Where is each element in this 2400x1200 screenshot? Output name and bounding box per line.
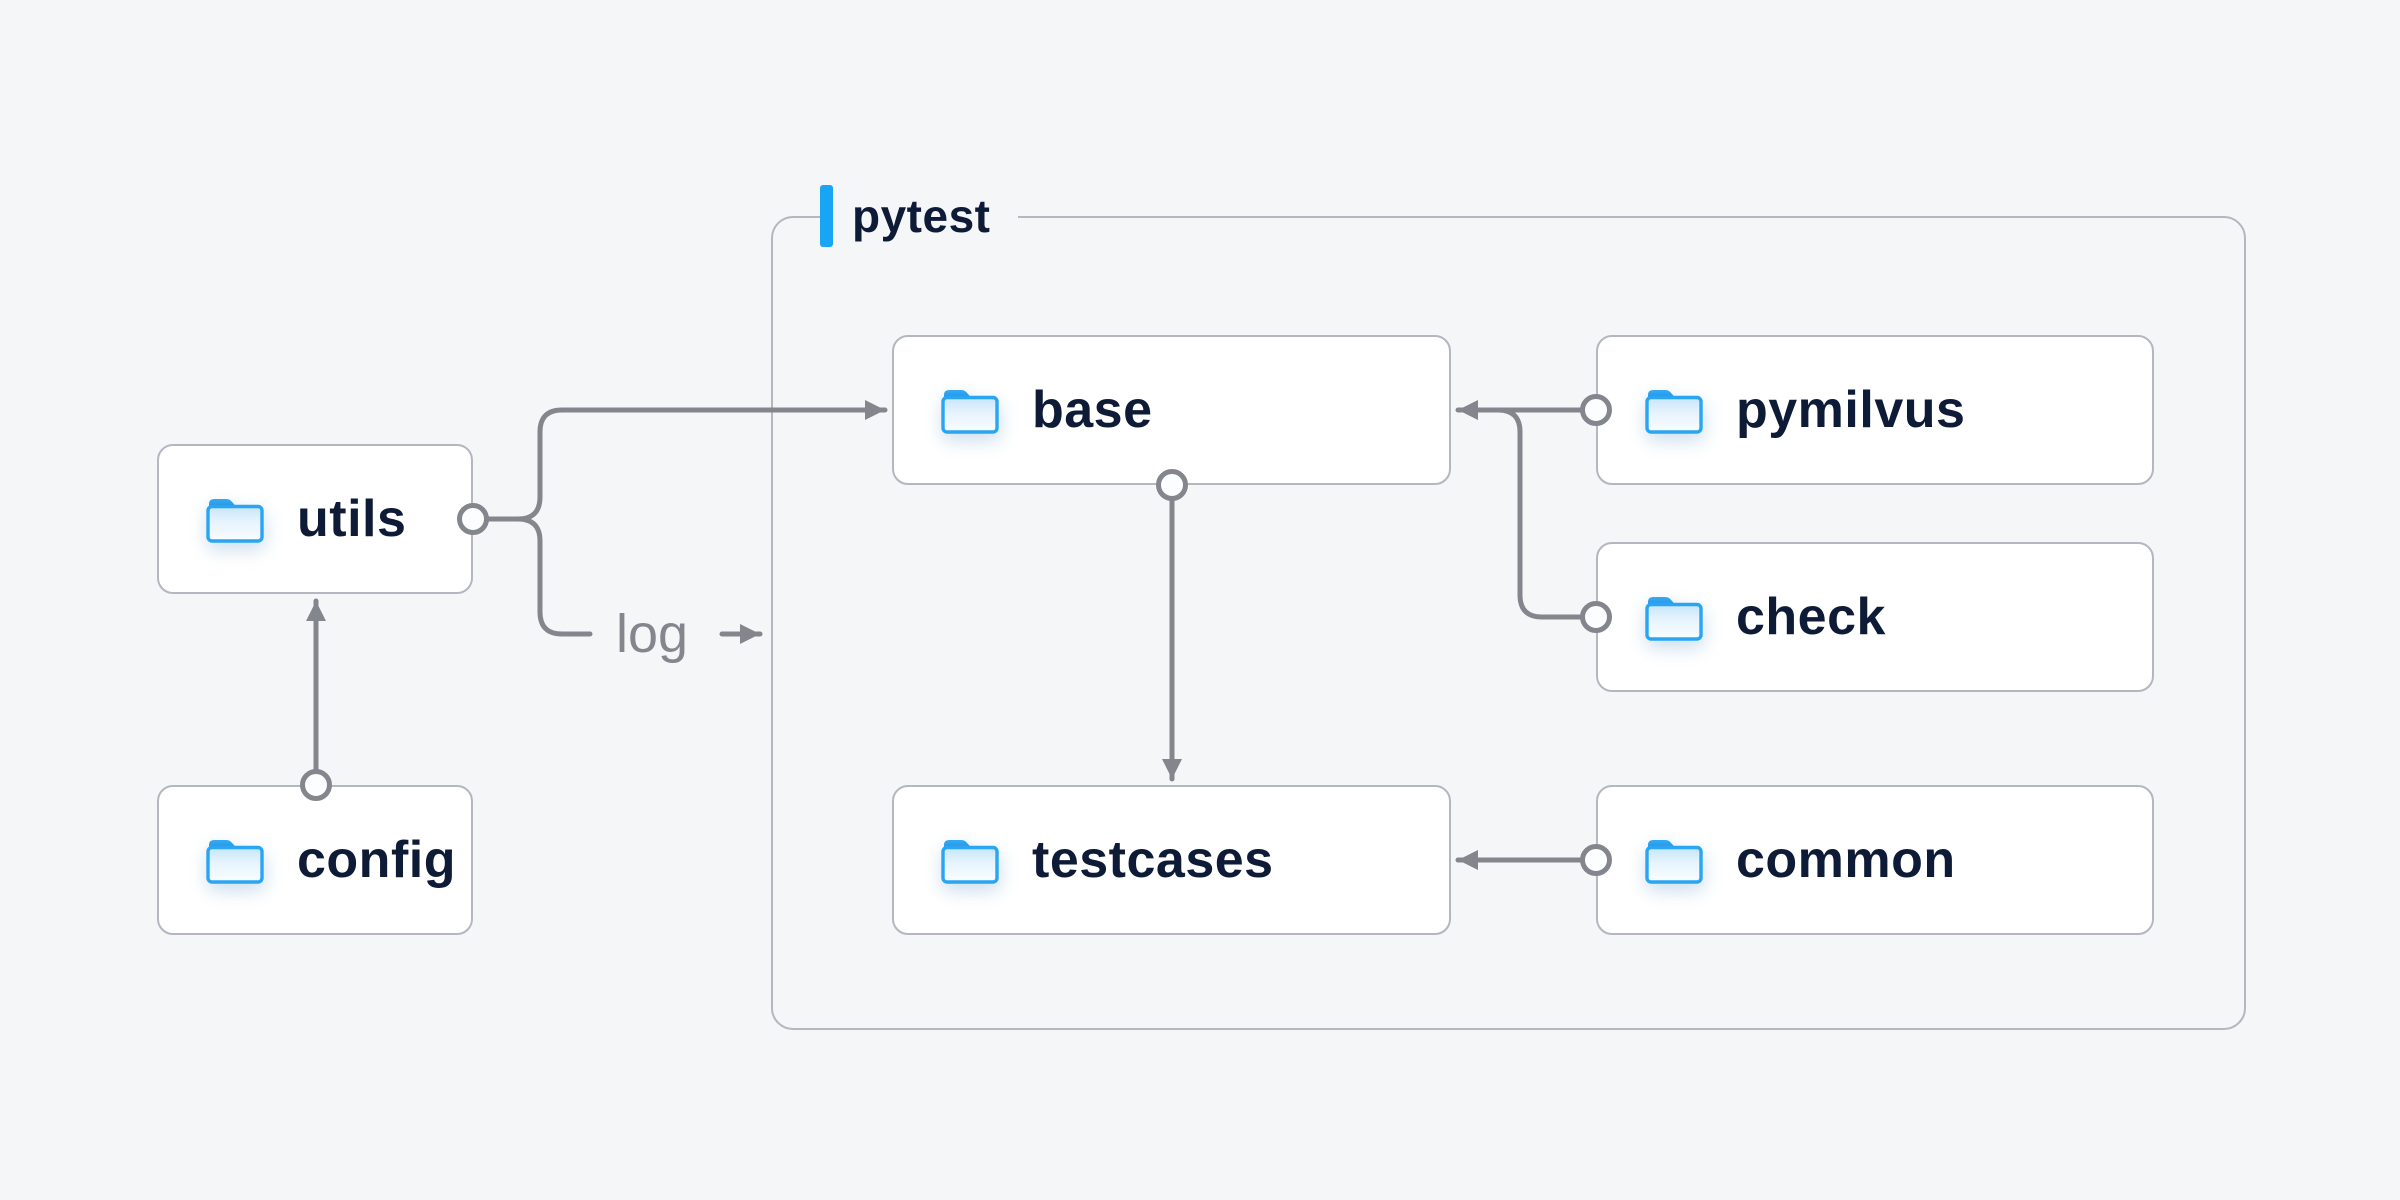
blue-accent-bar	[820, 185, 833, 247]
pytest-container	[771, 216, 2246, 1030]
folder-icon	[203, 834, 267, 886]
node-base: base	[892, 335, 1451, 485]
node-testcases-label: testcases	[1032, 831, 1274, 889]
folder-icon	[1642, 591, 1706, 643]
pytest-container-title: pytest	[852, 190, 991, 242]
node-testcases: testcases	[892, 785, 1451, 935]
node-utils-label: utils	[297, 490, 407, 548]
folder-icon	[938, 834, 1002, 886]
node-pymilvus-label: pymilvus	[1736, 381, 1966, 439]
node-common: common	[1596, 785, 2154, 935]
folder-icon	[1642, 384, 1706, 436]
node-check-label: check	[1736, 588, 1886, 646]
node-base-label: base	[1032, 381, 1153, 439]
edge-label-log: log	[615, 604, 689, 664]
node-utils: utils	[157, 444, 473, 594]
folder-icon	[938, 384, 1002, 436]
folder-icon	[1642, 834, 1706, 886]
edge-utils-to-log	[484, 516, 593, 637]
node-config: config	[157, 785, 473, 935]
pytest-container-label: pytest	[820, 183, 1019, 249]
node-config-label: config	[297, 831, 456, 889]
node-check: check	[1596, 542, 2154, 692]
node-common-label: common	[1736, 831, 1956, 889]
node-pymilvus: pymilvus	[1596, 335, 2154, 485]
folder-icon	[203, 493, 267, 545]
